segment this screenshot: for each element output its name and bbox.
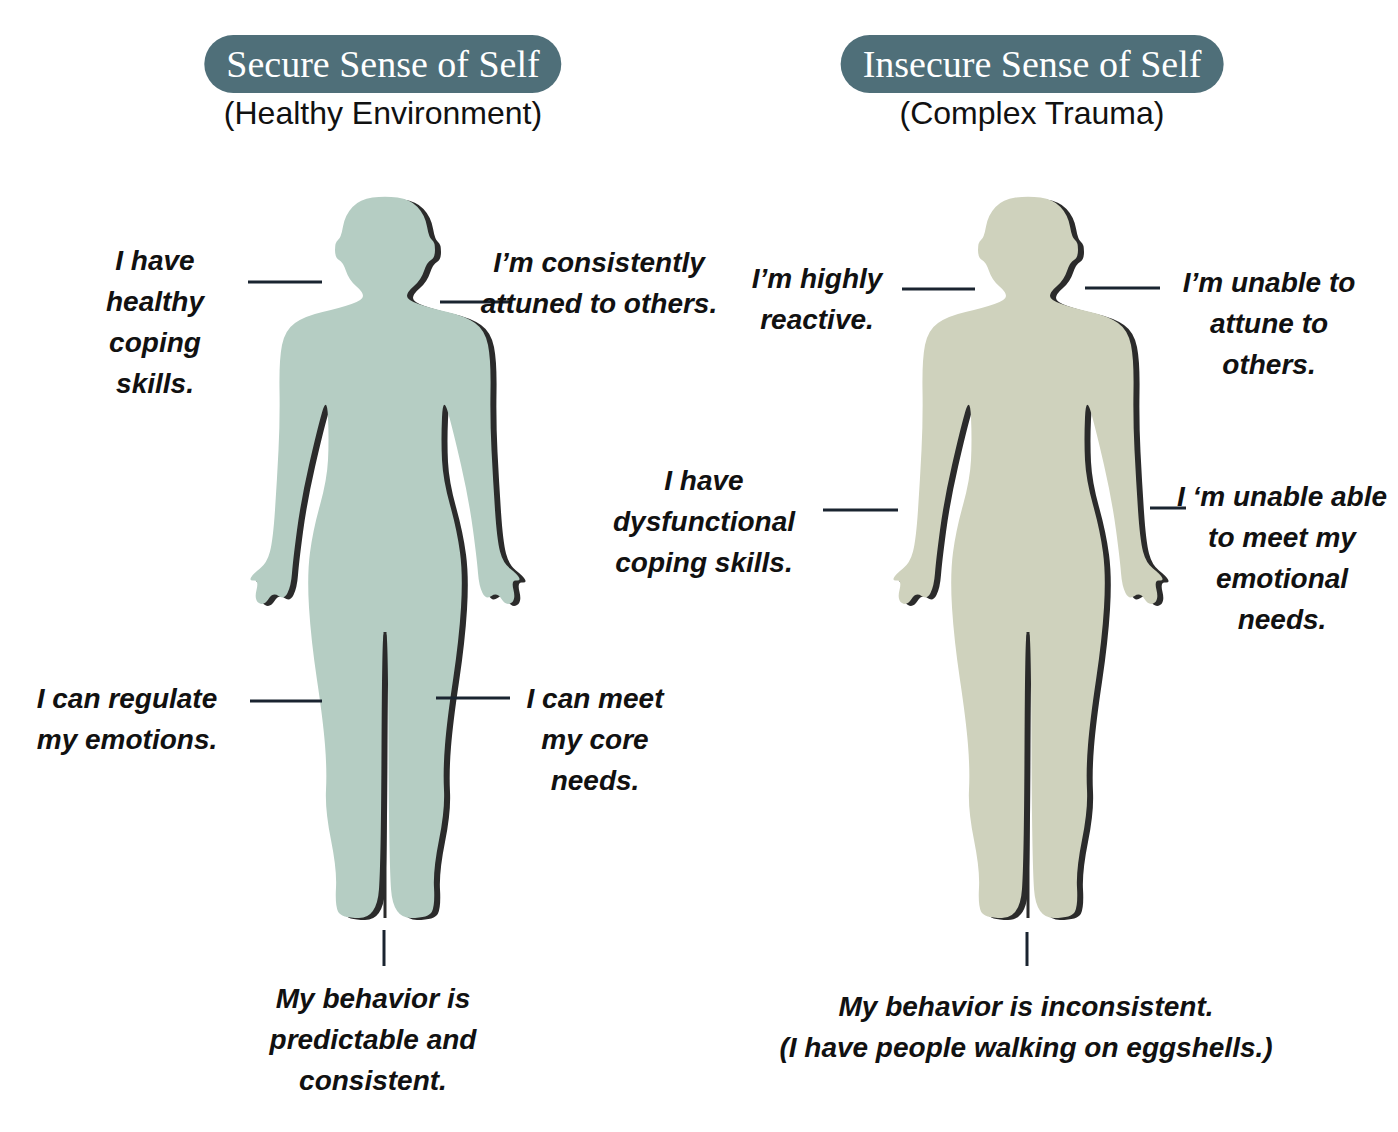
callout-label: I’m highly reactive. [738, 258, 896, 340]
leader-lines [248, 282, 1186, 966]
leg-line [1027, 632, 1030, 918]
callout-label: I’m consistently attuned to others. [468, 242, 730, 324]
leg-line [384, 632, 387, 918]
leader-line [1026, 932, 1029, 966]
silhouette-body [250, 197, 519, 918]
callout-label: My behavior is predictable and consisten… [248, 978, 498, 1101]
body-silhouette [893, 197, 1168, 920]
leader-line [823, 509, 898, 512]
leader-line [383, 930, 386, 966]
callout-label: I have dysfunctional coping skills. [590, 460, 818, 583]
silhouette-body [893, 197, 1162, 918]
header-pill: Insecure Sense of Self(Complex Trauma) [841, 35, 1224, 133]
callout-label: I have healthy coping skills. [82, 240, 228, 404]
subheading: (Complex Trauma) [841, 93, 1224, 133]
leader-line [248, 281, 322, 284]
callout-label: I’m unable to attune to others. [1164, 262, 1374, 385]
leader-line [902, 288, 975, 291]
leader-line [436, 697, 510, 700]
callout-label: (I have people walking on eggshells.) [779, 1027, 1272, 1068]
callout-label: I can meet my core needs. [514, 678, 676, 801]
callout-label: My behavior is inconsistent. [839, 986, 1214, 1027]
leader-line [1085, 287, 1160, 290]
callout-label: I ‘m unable able to meet my emotional ne… [1176, 476, 1388, 640]
heading: Insecure Sense of Self [841, 35, 1224, 93]
leader-line [250, 700, 322, 703]
callout-label: I can regulate my emotions. [14, 678, 240, 760]
heading: Secure Sense of Self [204, 35, 561, 93]
subheading: (Healthy Environment) [204, 93, 561, 133]
header-pill: Secure Sense of Self(Healthy Environment… [204, 35, 561, 133]
